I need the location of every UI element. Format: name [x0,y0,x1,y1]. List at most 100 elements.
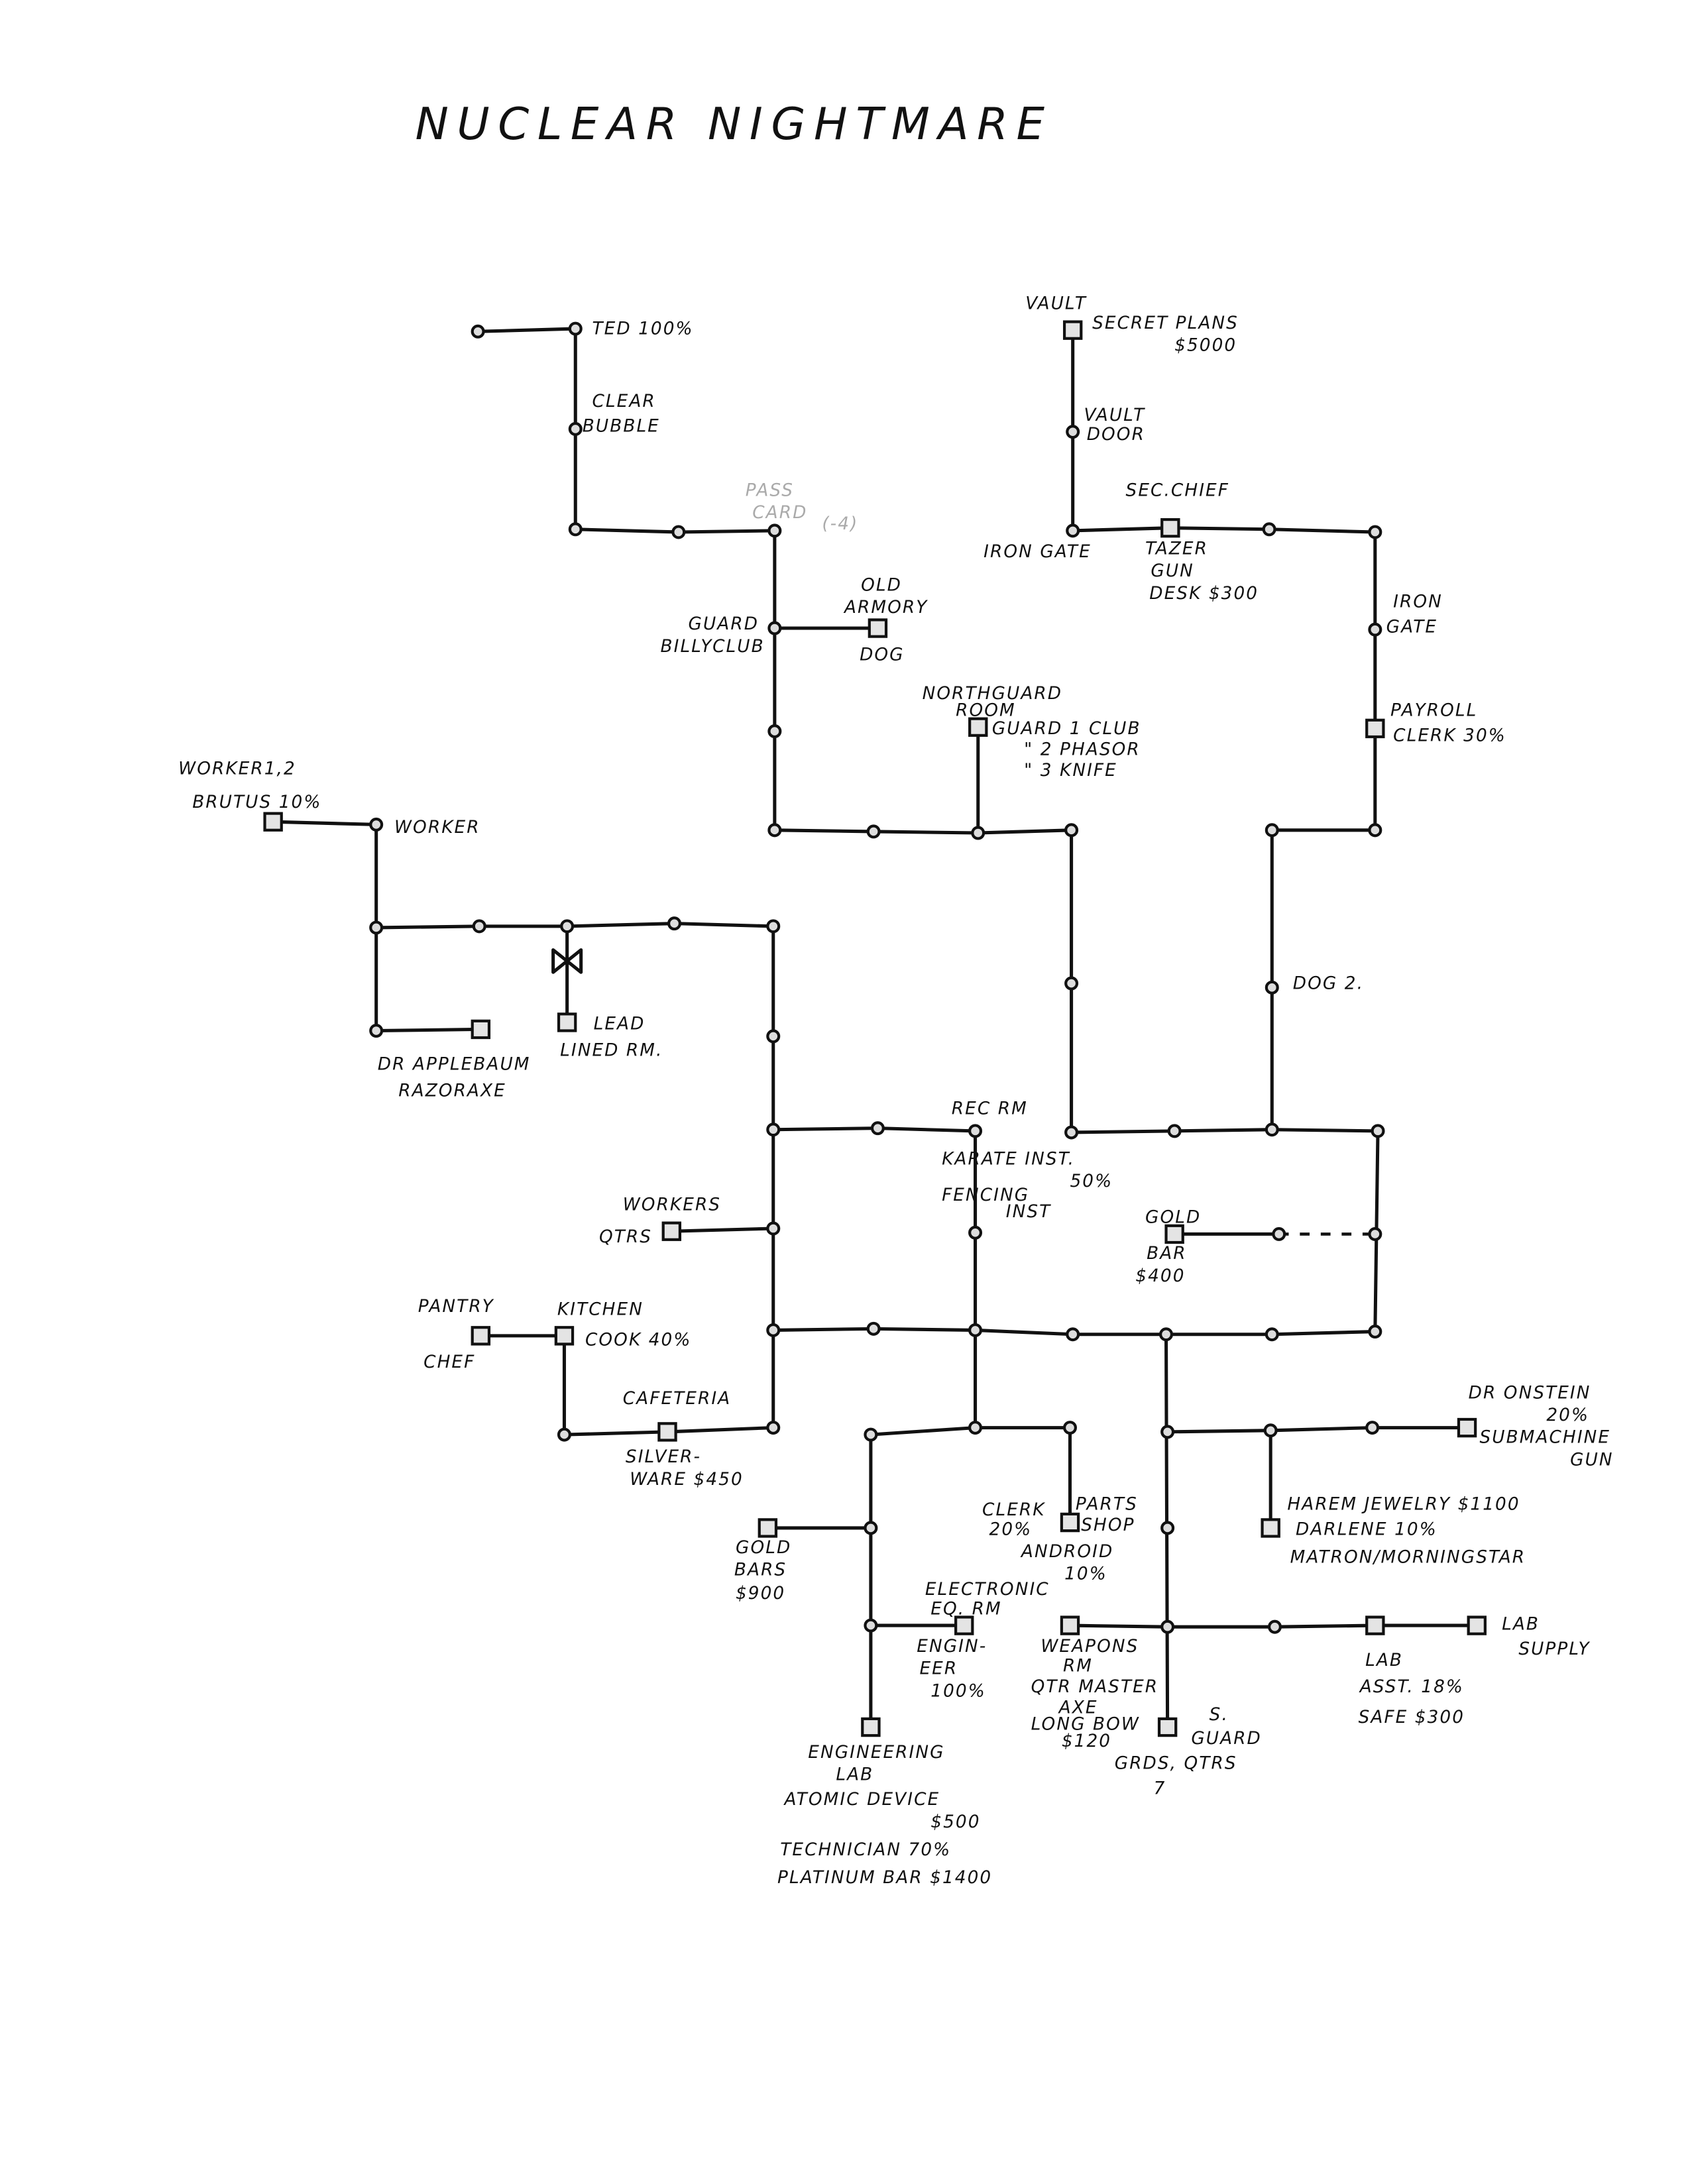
label: GATE [1386,617,1437,637]
room-node-icon [1457,1417,1477,1438]
door-node-icon [866,1321,881,1336]
door-node-icon [1265,823,1279,838]
room-node-icon [1365,718,1385,739]
trap-icon [551,948,583,974]
door-node-icon [471,324,485,339]
label: VAULT [1025,294,1087,314]
label: VAULT [1084,406,1146,425]
corridors [271,327,1479,1729]
label: MATRON/MORNINGSTAR [1290,1547,1526,1567]
label: $500 [930,1812,980,1832]
label: BILLYCLUB [660,637,764,657]
door-node-icon [864,1521,878,1535]
label: $400 [1135,1266,1185,1286]
door-node-icon [766,1122,781,1137]
diagram-title: NUCLEAR NIGHTMARE [416,98,1053,150]
label: REC RM [952,1099,1028,1119]
door-node-icon [671,525,686,539]
label: INST [1006,1202,1052,1222]
label: KITCHEN [557,1299,644,1319]
label: LEAD [594,1014,646,1034]
door-node-icon [1368,525,1382,539]
label: WEAPONS [1041,1637,1139,1657]
label: ROOM [956,700,1016,720]
room-node-icon [661,1221,682,1241]
label: BARS [734,1560,787,1580]
door-node-icon [1368,1227,1382,1241]
door-node-icon [1167,1124,1182,1138]
label: " 2 PHASOR [1024,739,1141,759]
door-node-icon [667,916,682,931]
label: DR APPLEBAUM [378,1054,531,1074]
door-node-icon [968,1323,983,1337]
label: CAFETERIA [623,1389,732,1409]
label: AXE [1058,1698,1098,1718]
door-node-icon [1368,1325,1382,1339]
label: 100% [930,1681,986,1701]
door-node-icon [767,724,782,739]
label: GRDS, QTRS [1115,1754,1237,1774]
room-node-icon [1060,1512,1080,1533]
label: LAB [836,1765,873,1784]
label: CHEF [423,1352,475,1372]
label: SAFE $300 [1359,1708,1465,1727]
door-node-icon [1160,1619,1175,1634]
label: OLD [861,575,902,595]
label: " 3 KNIFE [1024,761,1117,781]
room-node-icon [1062,320,1083,340]
label: DR ONSTEIN [1469,1383,1591,1403]
label: 50% [1070,1172,1113,1191]
door-node-icon [864,1427,878,1442]
room-node-icon [263,812,283,832]
room-node-icon [1157,1717,1178,1737]
door-node-icon [767,621,782,635]
room-node-icon [1160,518,1180,538]
corridor [773,828,1074,835]
door-node-icon [1365,1421,1380,1435]
label: CLERK [982,1500,1046,1520]
door-node-icon [1371,1124,1385,1138]
label: $5000 [1174,336,1237,356]
label: LONG BOW [1031,1715,1140,1735]
label: S. [1210,1705,1229,1725]
label: SHOP [1081,1515,1135,1535]
label: IRON GATE [984,542,1092,562]
label: RAZORAXE [398,1081,506,1101]
label: NORTHGUARD [923,684,1062,704]
label: LAB [1365,1651,1403,1670]
door-node-icon [1265,1327,1279,1342]
corridor [1166,1426,1469,1434]
label: PAYROLL [1390,700,1477,720]
label: KARATE INST. [942,1149,1075,1169]
door-node-icon [1265,1122,1279,1137]
label: SILVER- [626,1447,701,1467]
label: QTR MASTER [1031,1677,1159,1697]
door-node-icon [369,920,384,935]
room-node-icon [554,1326,575,1346]
room-node-icon [868,618,888,638]
label: ASST. 18% [1359,1677,1464,1697]
label: EER [919,1659,958,1679]
corridor [869,1426,978,1437]
door-node-icon [1159,1327,1174,1342]
door-node-icon [369,1023,384,1038]
label: BRUTUS 10% [192,792,321,812]
label: CARD [752,503,807,523]
label: TAZER [1145,539,1208,559]
door-node-icon [968,1124,983,1138]
door-node-icon [767,523,782,538]
corridor [374,922,775,930]
door-node-icon [1160,1425,1175,1439]
door-node-icon [1368,622,1382,637]
label: DARLENE 10% [1296,1519,1437,1539]
label: DOOR [1087,425,1145,445]
label: LAB [1502,1614,1540,1634]
door-node-icon [568,321,583,336]
door-node-icon [1066,1327,1080,1342]
door-node-icon [968,1421,983,1435]
label: PANTRY [418,1297,494,1317]
label: $900 [736,1584,785,1604]
label: SUBMACHINE [1479,1428,1610,1448]
label: COOK 40% [585,1331,691,1350]
door-node-icon [472,919,486,934]
